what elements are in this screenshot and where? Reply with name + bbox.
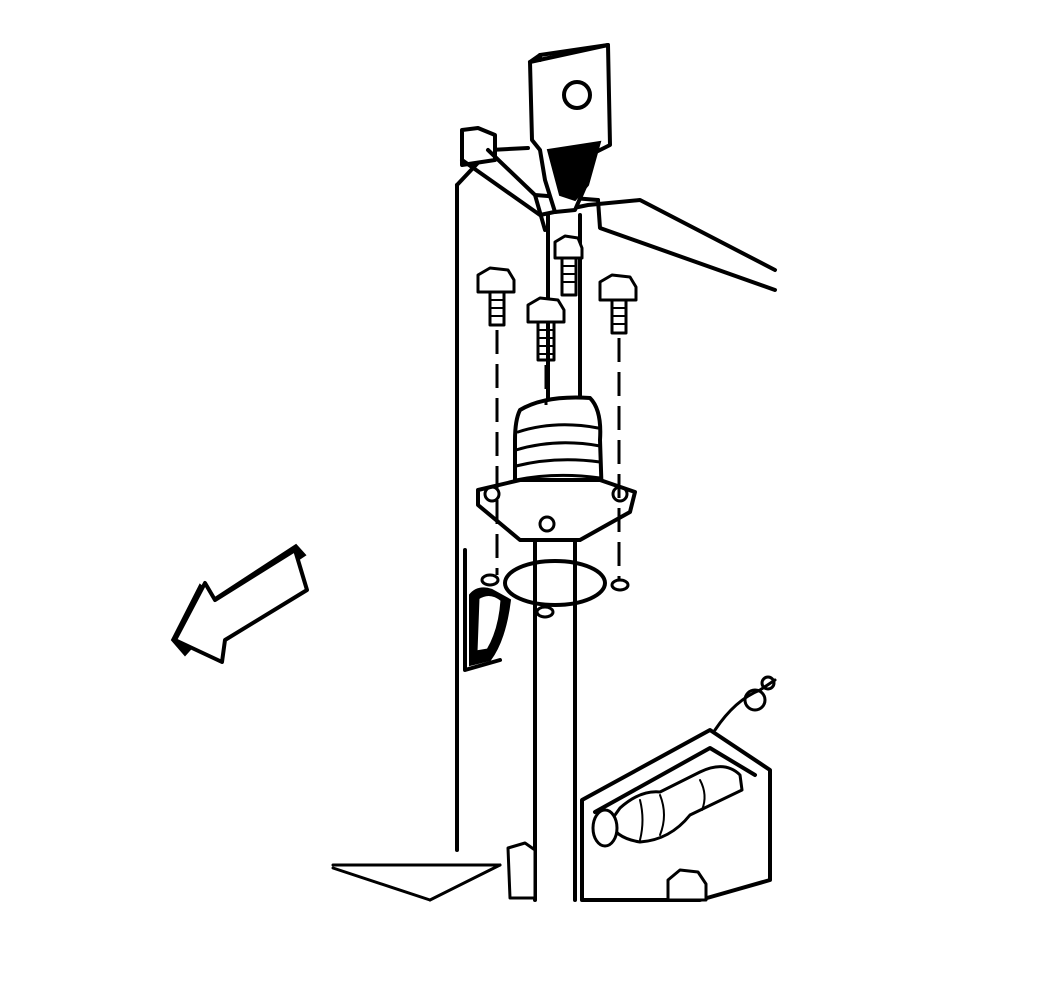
bolt-right [598,273,638,580]
seal-flange [476,478,637,542]
direction-arrow [170,543,309,664]
frame-panel [455,126,777,852]
bolt-center [526,296,566,405]
pointer-leader [331,863,502,902]
lower-shaft [480,538,630,902]
steering-gear [506,675,777,902]
bolt-back [553,234,584,297]
mounting-bolts [476,234,638,580]
steering-shaft [528,43,612,402]
bolt-left [476,266,516,575]
